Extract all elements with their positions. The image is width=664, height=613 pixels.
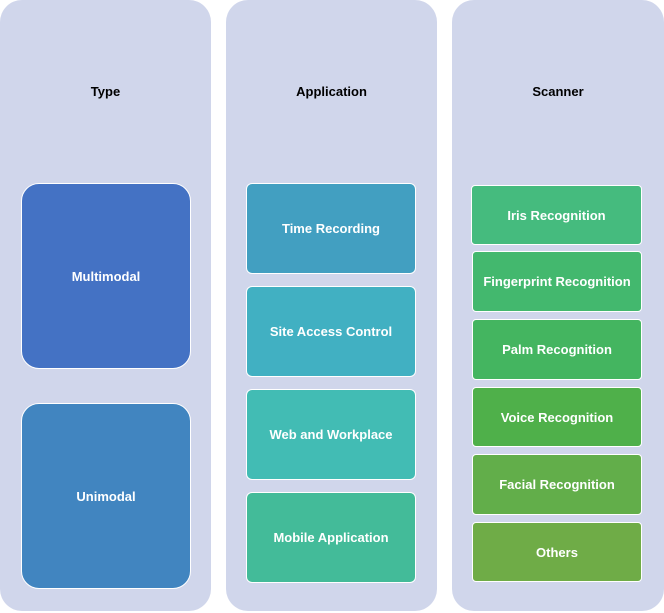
voice-recognition-label: Voice Recognition [500,409,614,425]
type-header: Type [90,84,121,99]
site-access-control-label: Site Access Control [269,324,393,339]
voice-recognition-box[interactable]: Voice Recognition [472,387,642,447]
application-header: Application [296,84,367,99]
others-box[interactable]: Others [472,522,642,582]
palm-recognition-label: Palm Recognition [502,342,612,357]
scanner-header: Scanner [532,84,584,99]
iris-recognition-box[interactable]: Iris Recognition [471,185,642,245]
multimodal-label: Multimodal [71,268,141,284]
mobile-application-box[interactable]: Mobile Application [246,492,416,583]
facial-recognition-box[interactable]: Facial Recognition [472,454,642,515]
web-and-workplace-box[interactable]: Web and Workplace [246,389,416,480]
scanner-column: Scanner Iris Recognition Fingerprint Rec… [452,0,664,611]
web-and-workplace-label: Web and Workplace [269,427,393,442]
multimodal-box[interactable]: Multimodal [21,183,191,369]
type-column: Type Multimodal Unimodal [0,0,211,611]
fingerprint-recognition-box[interactable]: Fingerprint Recognition [472,251,642,312]
facial-recognition-label: Facial Recognition [499,477,615,492]
time-recording-label: Time Recording [281,221,380,236]
palm-recognition-box[interactable]: Palm Recognition [472,319,642,380]
iris-recognition-label: Iris Recognition [507,207,606,223]
mobile-application-label: Mobile Application [273,530,389,545]
site-access-control-box[interactable]: Site Access Control [246,286,416,377]
others-label: Others [536,544,578,560]
unimodal-box[interactable]: Unimodal [21,403,191,589]
fingerprint-recognition-label: Fingerprint Recognition [483,274,631,289]
application-column: Application Time Recording Site Access C… [226,0,437,611]
unimodal-label: Unimodal [76,488,136,504]
time-recording-box[interactable]: Time Recording [246,183,416,274]
